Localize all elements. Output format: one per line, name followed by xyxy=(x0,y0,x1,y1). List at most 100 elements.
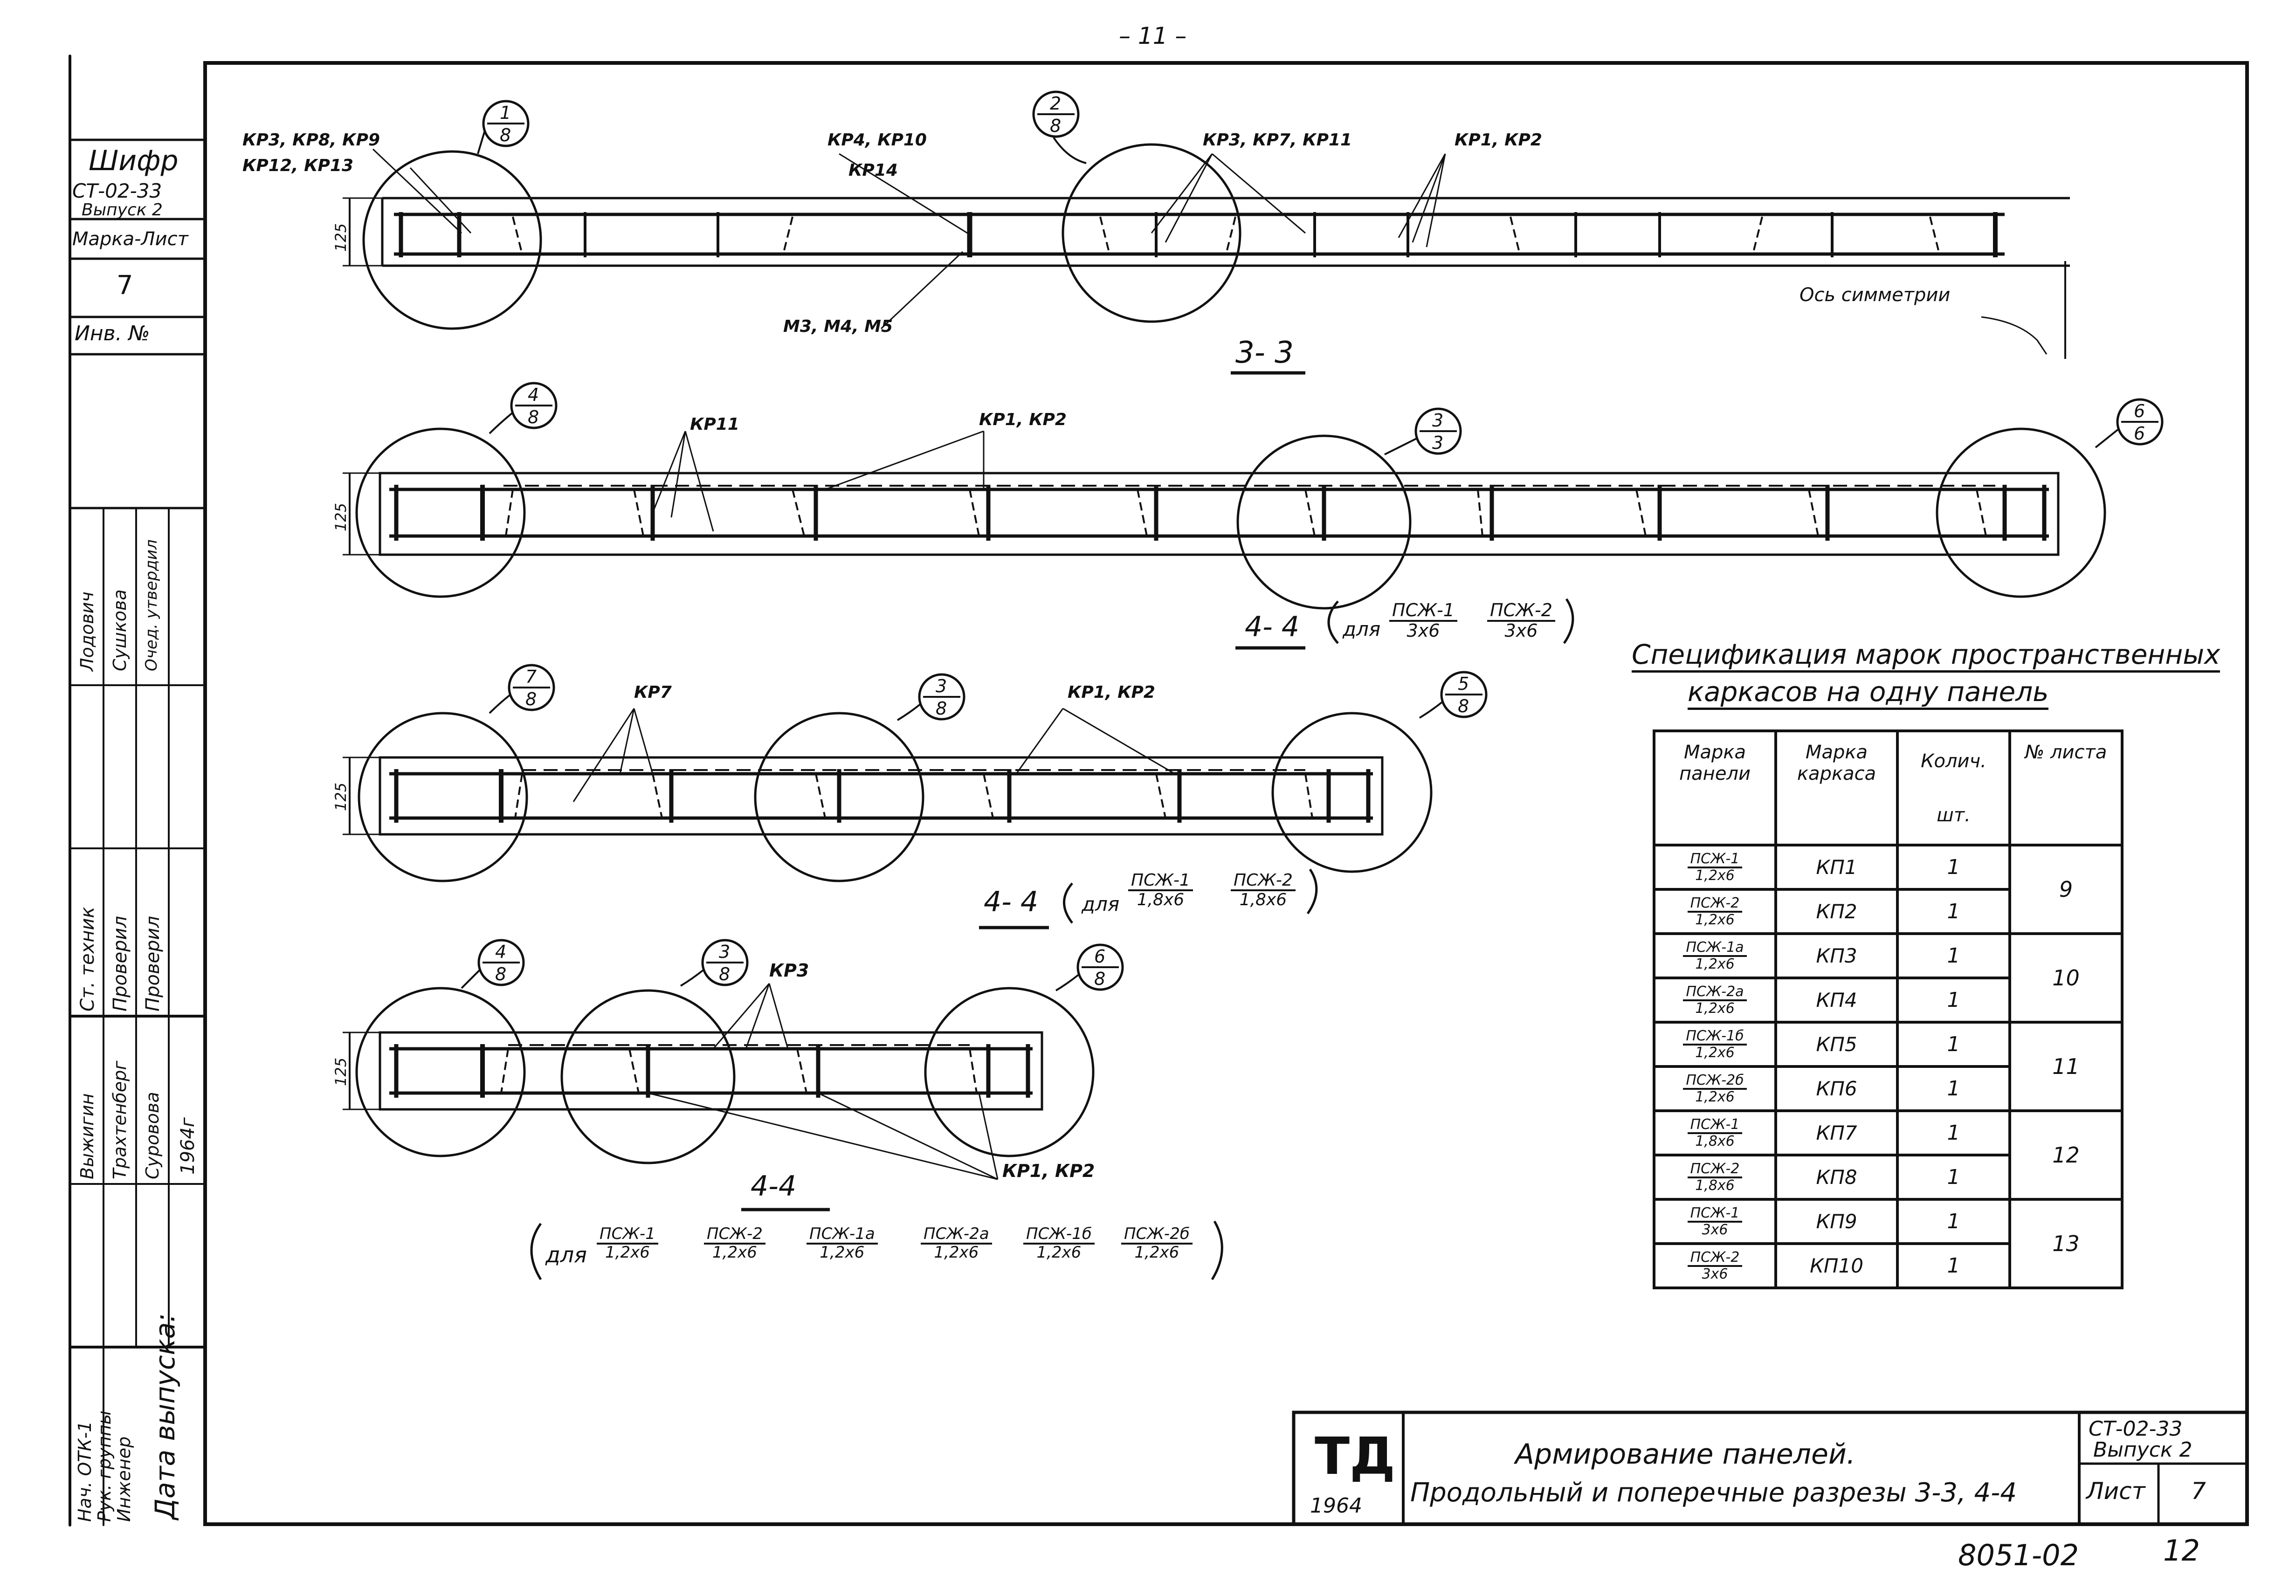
role-3: Инженер xyxy=(114,1436,134,1522)
callout-den: 6 xyxy=(2134,423,2145,444)
callout-circle xyxy=(482,100,530,147)
mark-sheet-value: 7 xyxy=(117,270,133,301)
callout-den: 8 xyxy=(1458,696,1469,716)
callout-circle xyxy=(2116,398,2164,446)
section-4-4-title: 4- 4 xyxy=(984,886,1039,918)
callout-2-num: 2 xyxy=(1050,93,1062,114)
table-row-frame: КП9 xyxy=(1774,1198,1899,1245)
callout-circle xyxy=(1076,943,1124,991)
title-block-frame xyxy=(1292,1410,2249,1526)
sheet-border xyxy=(203,61,2249,1526)
archive-number: 8051-02 xyxy=(1958,1538,2079,1572)
table-row-sheet: 9 xyxy=(2008,844,2124,935)
role-4: Ст. техник xyxy=(77,907,98,1011)
callout-num: 4 xyxy=(495,942,507,962)
dim-125: 125 xyxy=(332,782,350,811)
role-5: Проверил xyxy=(110,915,131,1011)
label-kr1-kr2: КР1, КР2 xyxy=(979,410,1067,429)
table-row-frame: КП7 xyxy=(1774,1109,1899,1156)
table-row-frame: КП8 xyxy=(1774,1154,1899,1201)
callout-1-den: 8 xyxy=(500,125,511,145)
specification-table: Марка панели Марка каркаса Колич. шт. № … xyxy=(1653,729,2124,1289)
callout-num: 3 xyxy=(719,942,731,962)
dim-125: 125 xyxy=(332,223,350,252)
callout-den: 8 xyxy=(719,964,731,984)
header-frame-mark: Марка каркаса xyxy=(1774,729,1899,846)
header-panel-mark: Марка панели xyxy=(1653,729,1777,846)
table-row-sheet: 11 xyxy=(2008,1021,2124,1112)
page-number: – 11 – xyxy=(1119,22,1187,49)
callout-circle xyxy=(1032,90,1080,138)
section-title-for: для xyxy=(1343,618,1381,640)
label-kr4-kr10: КР4, КР10 xyxy=(827,131,927,150)
callout-num: 3 xyxy=(1432,410,1444,431)
header-sheet-no: № листа xyxy=(2008,729,2124,846)
axis-of-symmetry-label: Ось симметрии xyxy=(1800,284,1951,306)
table-row-qty: 1 xyxy=(1896,932,2011,979)
callout-den: 3 xyxy=(1432,433,1444,453)
cipher-issue: Выпуск 2 xyxy=(82,200,163,220)
role-8: Трахтенберг xyxy=(110,1060,130,1179)
callout-den: 8 xyxy=(1094,969,1106,989)
label-kr7: КР7 xyxy=(634,683,672,702)
table-row-qty: 1 xyxy=(1896,888,2011,935)
logo-year: 1964 xyxy=(1310,1494,1362,1518)
table-row-qty: 1 xyxy=(1896,1154,2011,1201)
table-row-frame: КП1 xyxy=(1774,844,1899,891)
section-4-4-1-8x6-drawing xyxy=(343,664,1488,882)
table-row-frame: КП4 xyxy=(1774,977,1899,1024)
callout-circle xyxy=(510,382,558,429)
mark-sheet-label: Марка-Лист xyxy=(72,228,188,250)
table-row-sheet: 13 xyxy=(2008,1198,2124,1289)
callout-den: 8 xyxy=(495,964,507,984)
table-row-frame: КП2 xyxy=(1774,888,1899,935)
table-row-frame: КП5 xyxy=(1774,1021,1899,1068)
header-quantity-unit: шт. xyxy=(1937,804,1971,826)
header-quantity: Колич. шт. xyxy=(1896,729,2011,846)
label-kr3-kr8-kr9: КР3, КР8, КР9 xyxy=(242,131,380,150)
section-3-3-drawing xyxy=(343,90,2070,359)
label-kr1-kr2: КР1, КР2 xyxy=(1068,683,1155,702)
role-9: Суровова xyxy=(142,1092,163,1179)
title-line-2: Продольный и поперечные разрезы 3-3, 4-4 xyxy=(1410,1478,2017,1508)
callout-num: 5 xyxy=(1458,674,1469,694)
callout-circle xyxy=(477,939,525,986)
callout-num: 6 xyxy=(2134,401,2145,421)
role-6: Проверил xyxy=(142,915,164,1011)
role-12: Очед. утвердил xyxy=(142,539,161,671)
section-3-3-title: 3- 3 xyxy=(1235,336,1294,370)
spec-title-line2: каркасов на одну панель xyxy=(1688,676,2049,710)
section-4-4-title: 4- 4 xyxy=(1245,611,1300,643)
logo-td: ТД xyxy=(1315,1426,1396,1486)
table-row-qty: 1 xyxy=(1896,1109,2011,1156)
callout-circle xyxy=(1440,671,1488,718)
label-kr11: КР11 xyxy=(690,415,739,434)
table-row-frame: КП10 xyxy=(1774,1242,1899,1289)
table-row-qty: 1 xyxy=(1896,1065,2011,1112)
section-title-for: для xyxy=(545,1242,587,1267)
callout-circle xyxy=(1414,407,1462,455)
issue-date-label: Дата выпуска: xyxy=(149,1313,181,1520)
callout-num: 7 xyxy=(525,667,537,687)
sheet-label: Лист xyxy=(2086,1478,2145,1505)
callout-circle xyxy=(508,664,555,711)
role-7: Выжигин xyxy=(77,1093,97,1179)
table-row-frame: КП3 xyxy=(1774,932,1899,979)
callout-den: 8 xyxy=(936,698,947,719)
label-m3-m4-m5: М3, М4, М5 xyxy=(783,317,893,336)
role-11: Сушкова xyxy=(110,589,130,671)
label-kr3-kr7-kr11: КР3, КР7, КР11 xyxy=(1203,131,1352,150)
